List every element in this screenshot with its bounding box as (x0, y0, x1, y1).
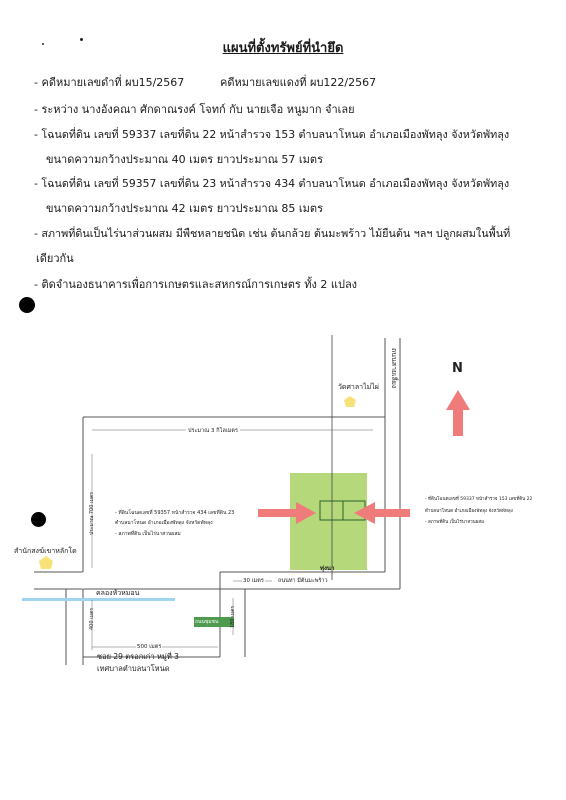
canal (22, 598, 175, 601)
condition-line-2: เดียวกัน (36, 252, 74, 265)
distance-top-label: ประมาณ 3 กิโลเมตร (186, 427, 240, 435)
case-red-number: คดีหมายเลขแดงที่ ผบ122/2567 (220, 76, 377, 89)
road-east-label: ถนนสายเลี่ยง (390, 348, 398, 389)
office-marker (39, 556, 53, 569)
document-title: แผนที่ตั้งทรัพย์ที่นำยึด (222, 41, 344, 56)
north-arrow (446, 390, 470, 436)
dist-180-label: 180 เมตร (230, 605, 236, 628)
scan-speck (42, 43, 44, 45)
dist-400-label: 400 เมตร (89, 607, 95, 630)
road-edge-label: ถนนทา มีต้นมะพร้าว (278, 578, 328, 584)
temple-marker (344, 396, 356, 407)
soi-label: ซอย 29 ตรอกเก่า หมู่ที่ 3 (97, 652, 179, 661)
municipality-label: เทศบาลตำบลนาโหนด (97, 664, 170, 673)
mortgage-line: - ติดจำนองธนาคารเพื่อการเกษตรและสหกรณ์กา… (34, 278, 358, 291)
case-black-number: - คดีหมายเลขดำที่ ผบ15/2567 (34, 76, 185, 89)
canal-label: คลองหัวหมอน (96, 589, 140, 597)
left-note-2: ตำบลนาโหนด อำเภอเมืองพัทลุง จังหวัดพัทลุ… (115, 520, 213, 526)
condition-line-1: - สภาพที่ดินเป็นไร่นาส่วนผสม มีพืชหลายชน… (34, 227, 511, 240)
north-label: N (452, 361, 463, 376)
deed-1-line-1: - โฉนดที่ดิน เลขที่ 59337 เลขที่ดิน 22 ห… (34, 128, 510, 141)
municipality-sign (194, 617, 234, 627)
rice-field-label: ทุ่งนา (320, 565, 335, 572)
dist-30-label: 30 เมตร (242, 577, 265, 585)
left-note-3: - สภาพที่ดิน เป็นไร่นาสวนผสม (115, 531, 181, 537)
right-note-1: - ที่ดินโฉนดเลขที่ 59337 หน้าสำรวจ 153 เ… (425, 497, 533, 502)
deed-2-line-1: - โฉนดที่ดิน เลขที่ 59357 เลขที่ดิน 23 ห… (34, 177, 510, 190)
right-note-2: ตำบลนาโหนด อำเภอเมืองพัทลุง จังหวัดพัทลุ… (425, 509, 513, 514)
deed-2-line-2: ขนาดความกว้างประมาณ 42 เมตร ยาวประมาณ 85… (46, 202, 323, 215)
left-note-1: - ที่ดินโฉนดเลขที่ 59357 หน้าสำรวจ 434 เ… (115, 510, 235, 516)
parcel-area (290, 473, 367, 570)
road-label: ถนนชุมชน (195, 619, 219, 625)
scan-speck (80, 38, 83, 41)
punch-hole-top (19, 297, 35, 313)
arrow-left-pointer (258, 502, 316, 524)
right-note-3: - สภาพที่ดิน เป็นไร่นาสวนผสม (425, 520, 485, 525)
parties-line: - ระหว่าง นางอังคณา ศักดาณรงค์ โจทก์ กับ… (34, 103, 355, 116)
temple-label: วัดศาลาไม่ไผ่ (338, 383, 379, 391)
office-label: สำนักสงฆ์เขาหลักโด (14, 547, 77, 555)
distance-left-label: ประมาณ 700 เมตร (89, 492, 95, 535)
punch-hole-bottom (31, 512, 46, 527)
deed-1-line-2: ขนาดความกว้างประมาณ 40 เมตร ยาวประมาณ 57… (46, 153, 323, 166)
arrow-right-pointer (354, 502, 410, 524)
dist-500-label: 500 เมตร (136, 643, 163, 651)
